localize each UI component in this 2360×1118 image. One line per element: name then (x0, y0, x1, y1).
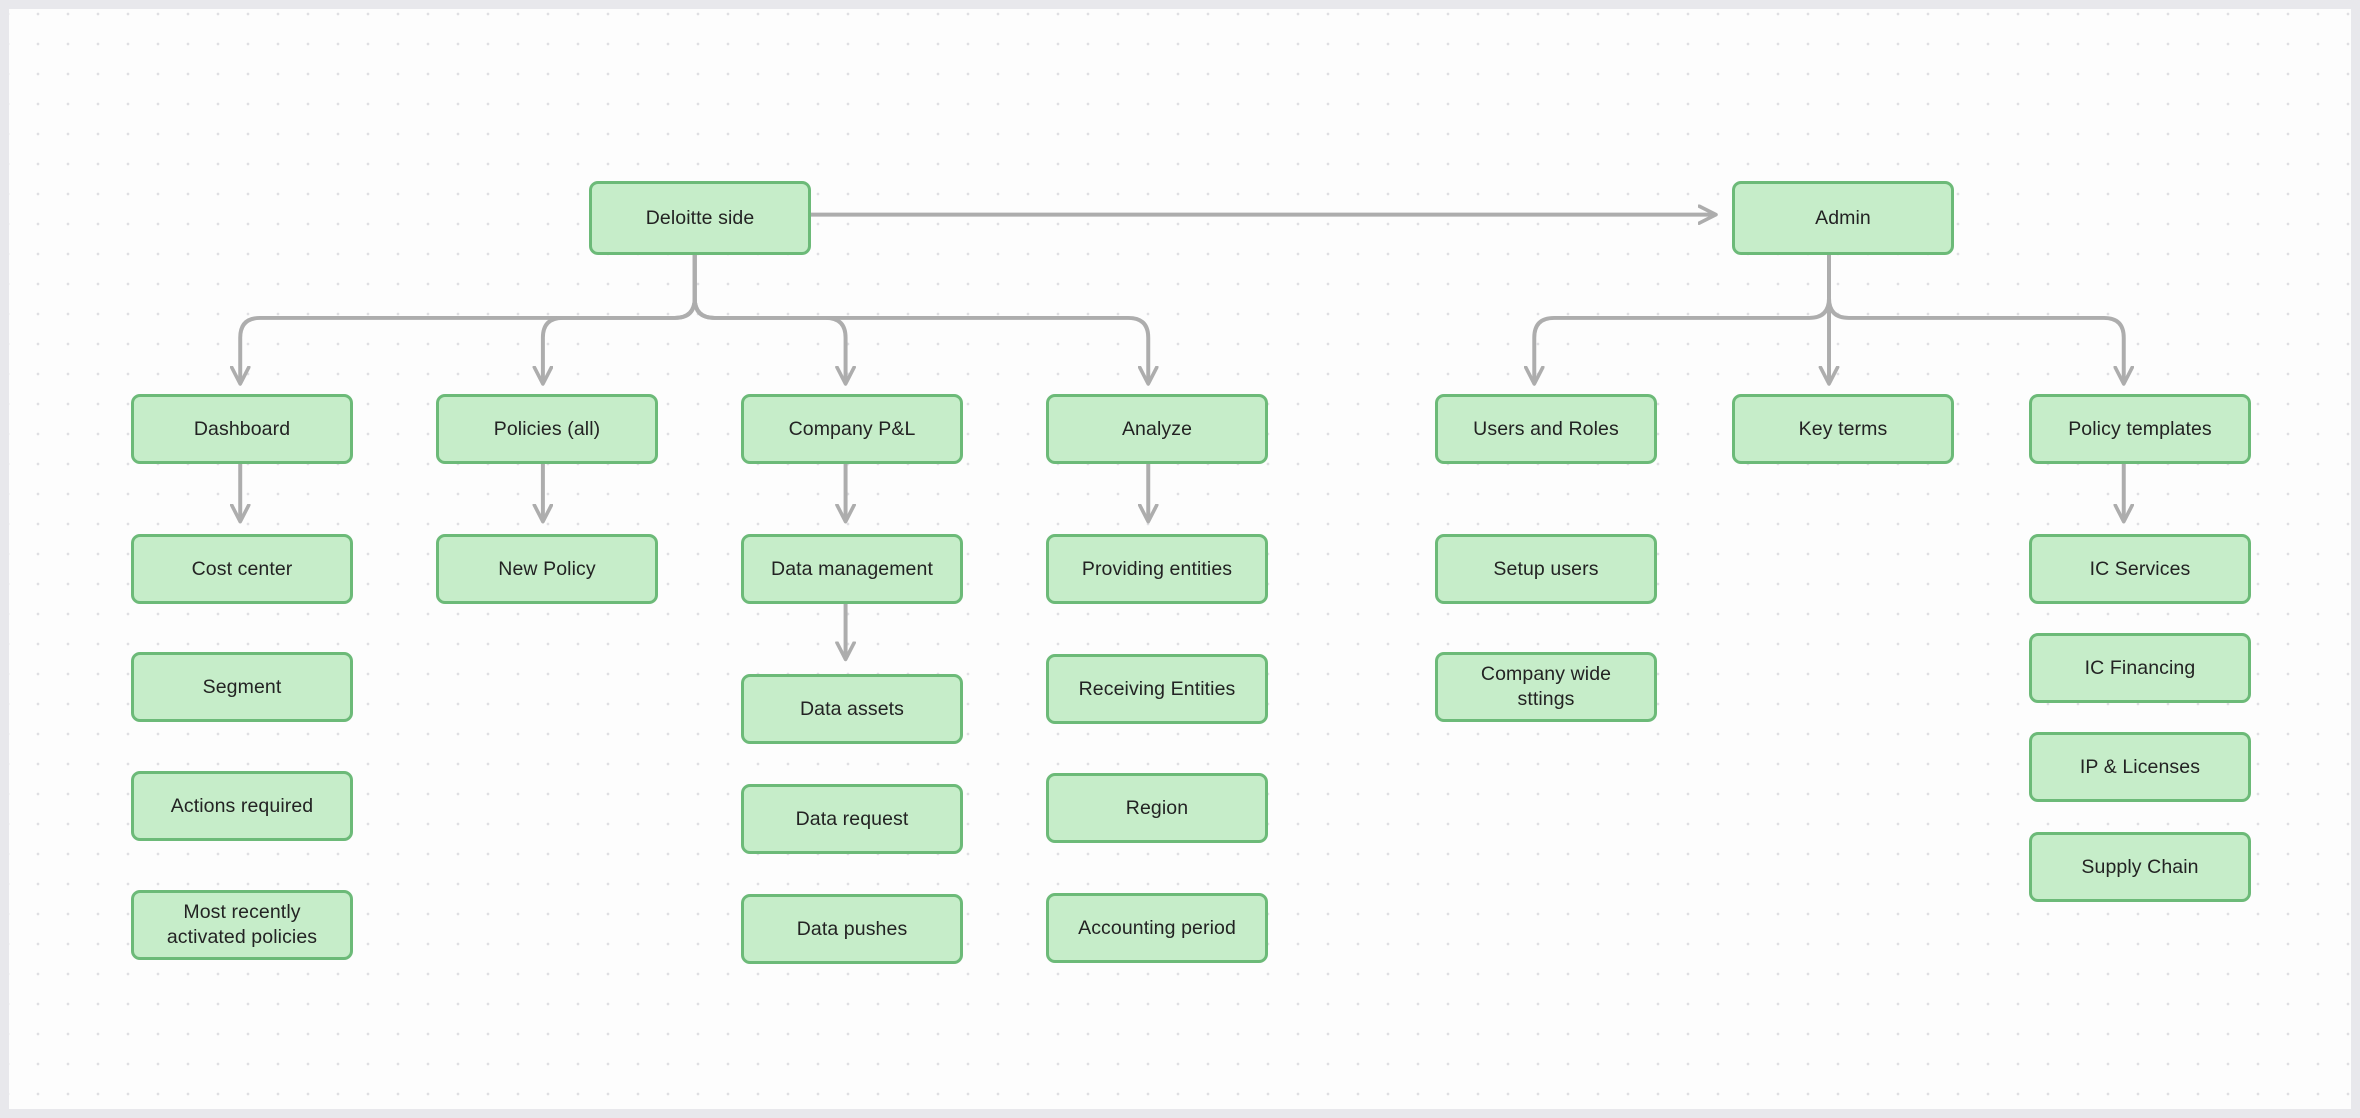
node-setup-users[interactable]: Setup users (1435, 534, 1657, 604)
node-deloitte-side[interactable]: Deloitte side (589, 181, 811, 255)
node-label: Company wide sttings (1480, 663, 1612, 710)
node-company-pl[interactable]: Company P&L (741, 394, 963, 464)
node-label: Deloitte side (645, 206, 755, 229)
node-analyze[interactable]: Analyze (1046, 394, 1268, 464)
node-new-policy[interactable]: New Policy (436, 534, 658, 604)
node-supply-chain[interactable]: Supply Chain (2029, 832, 2251, 902)
node-label: Actions required (170, 794, 314, 817)
node-cost-center[interactable]: Cost center (131, 534, 353, 604)
node-ic-financing[interactable]: IC Financing (2029, 633, 2251, 703)
node-data-assets[interactable]: Data assets (741, 674, 963, 744)
connector-e-deloitte-dash (240, 249, 697, 382)
connector-e-admin-users (1534, 249, 1831, 382)
node-label: Data management (771, 557, 933, 580)
node-label: Key terms (1798, 417, 1888, 440)
node-key-terms[interactable]: Key terms (1732, 394, 1954, 464)
node-data-request[interactable]: Data request (741, 784, 963, 854)
node-label: Segment (202, 675, 282, 698)
node-label: Dashboard (193, 417, 291, 440)
node-company-settings[interactable]: Company wide sttings (1435, 652, 1657, 722)
node-label: New Policy (498, 557, 596, 580)
node-label: IP & Licenses (2079, 755, 2201, 778)
node-label: IC Services (2089, 557, 2191, 580)
node-label: Users and Roles (1473, 417, 1619, 440)
node-label: Providing entities (1081, 557, 1233, 580)
node-dashboard[interactable]: Dashboard (131, 394, 353, 464)
node-ip-licenses[interactable]: IP & Licenses (2029, 732, 2251, 802)
node-region[interactable]: Region (1046, 773, 1268, 843)
node-label: Analyze (1121, 417, 1193, 440)
node-label: Policies (all) (493, 417, 601, 440)
node-label: Cost center (191, 557, 293, 580)
node-data-pushes[interactable]: Data pushes (741, 894, 963, 964)
connector-e-deloitte-anl (692, 249, 1149, 382)
node-data-management[interactable]: Data management (741, 534, 963, 604)
node-label: Policy templates (2068, 417, 2212, 440)
node-label: Receiving Entities (1078, 677, 1236, 700)
node-label: Company P&L (788, 417, 916, 440)
node-segment[interactable]: Segment (131, 652, 353, 722)
node-label: Setup users (1493, 557, 1599, 580)
node-providing-entities[interactable]: Providing entities (1046, 534, 1268, 604)
node-policies-all[interactable]: Policies (all) (436, 394, 658, 464)
node-label: Supply Chain (2081, 855, 2199, 878)
node-label: Accounting period (1078, 916, 1236, 939)
node-label: Region (1125, 796, 1189, 819)
node-receiving-entities[interactable]: Receiving Entities (1046, 654, 1268, 724)
node-label: IC Financing (2084, 656, 2196, 679)
connector-e-deloitte-pl (692, 249, 846, 382)
node-label: Data request (795, 807, 909, 830)
node-policy-templates[interactable]: Policy templates (2029, 394, 2251, 464)
node-actions-required[interactable]: Actions required (131, 771, 353, 841)
connector-e-deloitte-pol (543, 249, 697, 382)
node-users-and-roles[interactable]: Users and Roles (1435, 394, 1657, 464)
node-label: Data assets (799, 697, 905, 720)
node-label: Admin (1815, 206, 1871, 229)
node-recent-policies[interactable]: Most recently activated policies (131, 890, 353, 960)
connector-e-admin-templates (1827, 249, 2124, 382)
node-label: Most recently activated policies (166, 901, 318, 948)
node-ic-services[interactable]: IC Services (2029, 534, 2251, 604)
node-accounting-period[interactable]: Accounting period (1046, 893, 1268, 963)
node-label: Data pushes (796, 917, 908, 940)
node-admin[interactable]: Admin (1732, 181, 1954, 255)
